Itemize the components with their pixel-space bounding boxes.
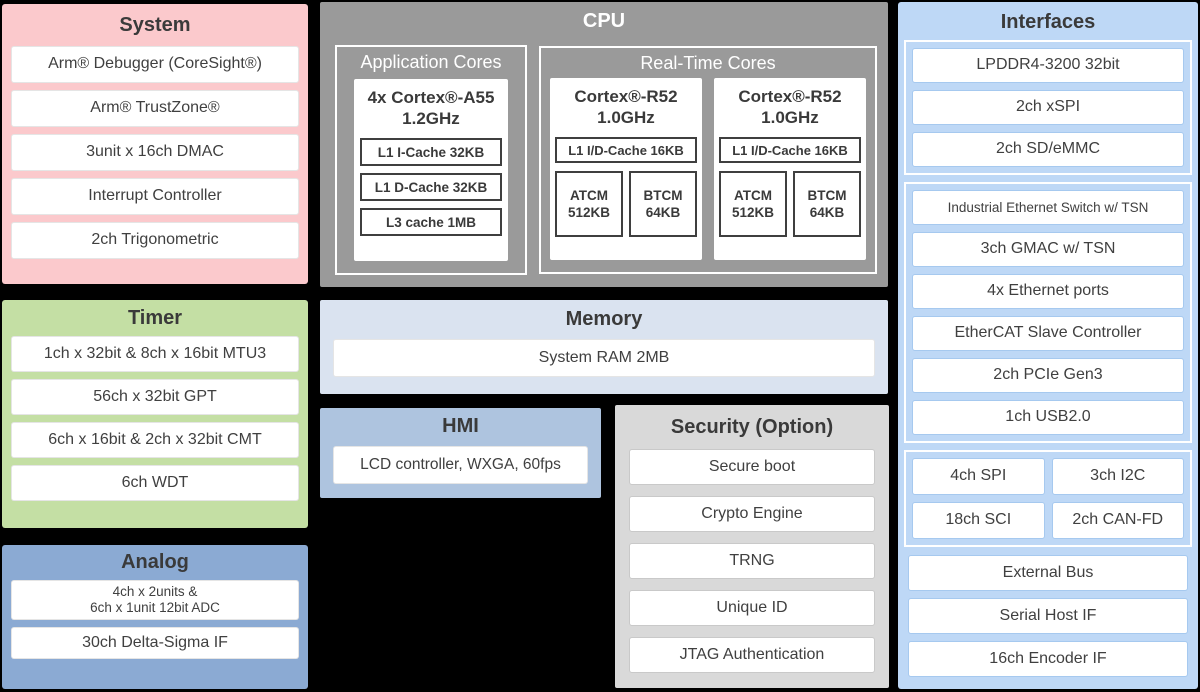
interface-item-usb: 1ch USB2.0 [912,400,1184,435]
analog-item-delta-sigma: 30ch Delta-Sigma IF [11,627,299,659]
interface-item-encoder-if: 16ch Encoder IF [908,641,1188,677]
r52-2-btcm-box: BTCM 64KB [793,171,861,237]
interface-item-pcie: 2ch PCIe Gen3 [912,358,1184,393]
hmi-title: HMI [442,415,479,437]
l1-icache-box: L1 I-Cache 32KB [360,138,502,166]
application-cores-block: Application Cores 4x Cortex®-A55 1.2GHz … [335,45,527,275]
interfaces-network-group: Industrial Ethernet Switch w/ TSN 3ch GM… [904,182,1192,443]
interface-item-serial-host-if: Serial Host IF [908,598,1188,634]
memory-title: Memory [565,308,643,330]
security-item-jtag-auth: JTAG Authentication [629,637,875,673]
interface-item-ethercat: EtherCAT Slave Controller [912,316,1184,351]
timer-items: 1ch x 32bit & 8ch x 16bit MTU3 56ch x 32… [11,336,299,501]
cortex-r52-name: Cortex®-R52 [574,87,678,106]
security-item-secure-boot: Secure boot [629,449,875,485]
system-item-trustzone: Arm® TrustZone® [11,90,299,127]
cortex-a55-name: 4x Cortex®-A55 [367,88,495,107]
memory-item-system-ram: System RAM 2MB [333,339,875,377]
cortex-r52-core-2: Cortex®-R52 1.0GHz L1 I/D-Cache 16KB ATC… [714,78,866,260]
interface-item-sd-emmc: 2ch SD/eMMC [912,132,1184,167]
system-items: Arm® Debugger (CoreSight®) Arm® TrustZon… [11,46,299,259]
system-item-trigonometric: 2ch Trigonometric [11,222,299,259]
real-time-cores-title: Real-Time Cores [640,53,776,73]
interface-item-lpddr4: LPDDR4-3200 32bit [912,48,1184,83]
interfaces-standalone-items: External Bus Serial Host IF 16ch Encoder… [908,555,1188,677]
timer-item-wdt: 6ch WDT [11,465,299,501]
real-time-cores-block: Real-Time Cores Cortex®-R52 1.0GHz L1 I/… [539,46,877,274]
interfaces-memory-if-group: LPDDR4-3200 32bit 2ch xSPI 2ch SD/eMMC [904,40,1192,175]
security-block: Security (Option) Secure boot Crypto Eng… [615,405,889,688]
interface-item-external-bus: External Bus [908,555,1188,591]
interface-item-spi: 4ch SPI [912,458,1045,495]
interfaces-serial-group: 4ch SPI 3ch I2C 18ch SCI 2ch CAN-FD [904,450,1192,547]
interface-item-i2c: 3ch I2C [1051,458,1184,495]
interface-item-eth-switch: Industrial Ethernet Switch w/ TSN [912,190,1184,225]
interfaces-title: Interfaces [1000,11,1096,33]
analog-item-adc: 4ch x 2units & 6ch x 1unit 12bit ADC [11,580,299,620]
hmi-item-lcd-controller: LCD controller, WXGA, 60fps [333,446,588,484]
system-title: System [119,14,191,36]
interface-item-eth-ports: 4x Ethernet ports [912,274,1184,309]
timer-title: Timer [127,307,183,329]
cortex-r52-freq: 1.0GHz [761,108,819,127]
timer-item-mtu3: 1ch x 32bit & 8ch x 16bit MTU3 [11,336,299,372]
system-item-dmac: 3unit x 16ch DMAC [11,134,299,171]
analog-title: Analog [121,551,189,573]
l3-cache-box: L3 cache 1MB [360,208,502,236]
cpu-title: CPU [582,10,626,32]
r52-1-atcm-box: ATCM 512KB [555,171,623,237]
timer-block: Timer 1ch x 32bit & 8ch x 16bit MTU3 56c… [2,300,308,528]
timer-item-gpt: 56ch x 32bit GPT [11,379,299,415]
system-item-interrupt-controller: Interrupt Controller [11,178,299,215]
application-cores-title: Application Cores [360,52,502,72]
analog-adc-line1: 4ch x 2units & [112,584,198,600]
cortex-a55-caches: L1 I-Cache 32KB L1 D-Cache 32KB L3 cache… [354,138,508,236]
r52-1-btcm-box: BTCM 64KB [629,171,697,237]
hmi-block: HMI LCD controller, WXGA, 60fps [320,408,601,498]
r52-2-cache-box: L1 I/D-Cache 16KB [719,137,861,163]
r52-1-cache-box: L1 I/D-Cache 16KB [555,137,697,163]
system-block: System Arm® Debugger (CoreSight®) Arm® T… [2,4,308,284]
r52-2-atcm-box: ATCM 512KB [719,171,787,237]
interface-item-can-fd: 2ch CAN-FD [1051,502,1184,539]
security-item-trng: TRNG [629,543,875,579]
timer-item-cmt: 6ch x 16bit & 2ch x 32bit CMT [11,422,299,458]
cortex-r52-core-1: Cortex®-R52 1.0GHz L1 I/D-Cache 16KB ATC… [550,78,702,260]
memory-block: Memory System RAM 2MB [320,300,888,394]
cortex-a55-core: 4x Cortex®-A55 1.2GHz L1 I-Cache 32KB L1… [354,79,508,261]
system-item-debugger: Arm® Debugger (CoreSight®) [11,46,299,83]
security-item-unique-id: Unique ID [629,590,875,626]
analog-adc-line2: 6ch x 1unit 12bit ADC [90,600,220,615]
security-title: Security (Option) [670,416,834,438]
security-item-crypto-engine: Crypto Engine [629,496,875,532]
analog-block: Analog 4ch x 2units & 6ch x 1unit 12bit … [2,545,308,689]
security-items: Secure boot Crypto Engine TRNG Unique ID… [629,449,875,673]
interface-item-sci: 18ch SCI [912,502,1045,539]
interface-item-gmac: 3ch GMAC w/ TSN [912,232,1184,267]
analog-items: 4ch x 2units & 6ch x 1unit 12bit ADC 30c… [11,580,299,659]
real-time-cores-row: Cortex®-R52 1.0GHz L1 I/D-Cache 16KB ATC… [541,78,875,272]
l1-dcache-box: L1 D-Cache 32KB [360,173,502,201]
interface-item-xspi: 2ch xSPI [912,90,1184,125]
interfaces-block: Interfaces LPDDR4-3200 32bit 2ch xSPI 2c… [898,2,1198,689]
cpu-block: CPU Application Cores 4x Cortex®-A55 1.2… [320,2,888,287]
cortex-r52-name: Cortex®-R52 [738,87,842,106]
cortex-a55-freq: 1.2GHz [402,109,460,128]
cortex-r52-freq: 1.0GHz [597,108,655,127]
